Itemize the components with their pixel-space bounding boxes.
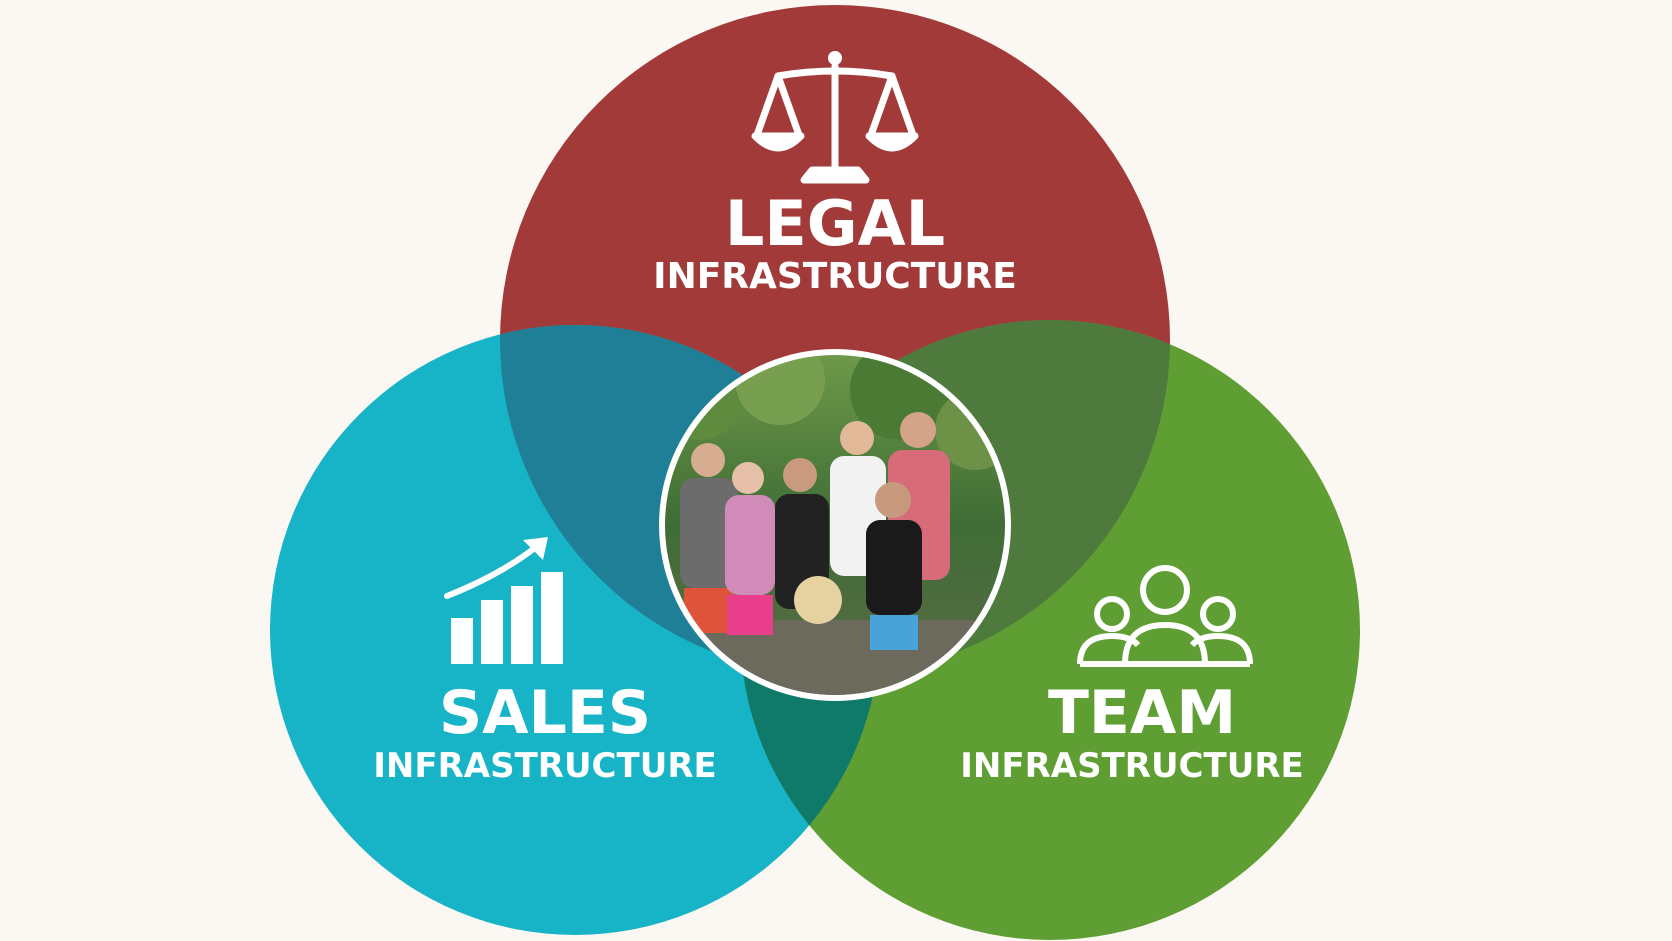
sales-subtitle: INFRASTRUCTURE xyxy=(373,746,716,786)
scales-of-justice-icon xyxy=(751,51,919,184)
legal-subtitle: INFRASTRUCTURE xyxy=(653,256,1017,297)
growth-bar-chart-icon xyxy=(444,537,563,664)
people-group-icon xyxy=(1077,565,1253,667)
team-title: TEAM xyxy=(1048,678,1236,748)
legal-title: LEGAL xyxy=(725,187,945,260)
sales-title: SALES xyxy=(439,678,651,748)
team-subtitle: INFRASTRUCTURE xyxy=(960,746,1303,786)
